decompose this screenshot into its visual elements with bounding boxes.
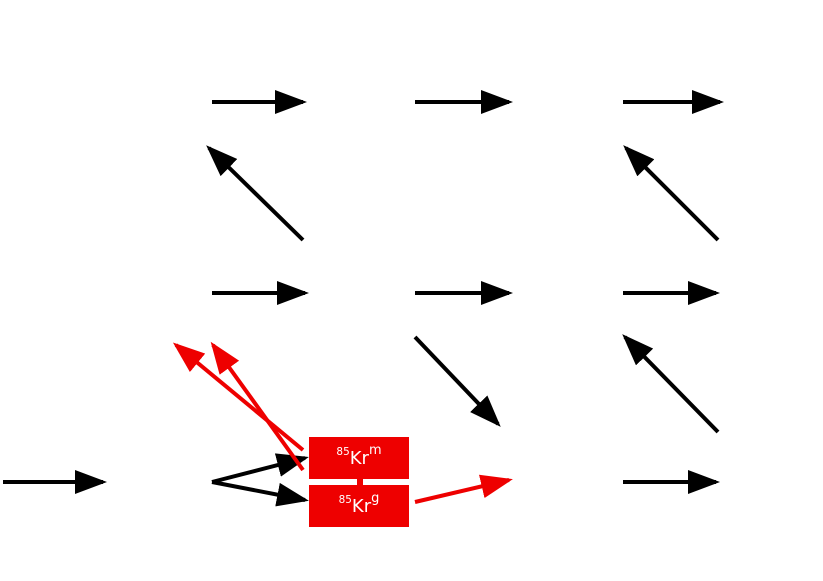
kr85-state-connector bbox=[357, 479, 363, 485]
element-symbol: Sr bbox=[354, 80, 386, 116]
arrow-kr85m-to-rb85 bbox=[172, 342, 305, 452]
arrow-kr85g-to-kr86 bbox=[414, 474, 513, 504]
element-symbol: Kr bbox=[561, 464, 594, 500]
isomer-state: m bbox=[368, 443, 382, 459]
arrow-rb86-to-sr86 bbox=[206, 145, 305, 242]
arrow-kr87-to-rb87 bbox=[622, 334, 720, 434]
element-symbol: Rb bbox=[350, 272, 391, 308]
mass-number: 88 bbox=[738, 270, 762, 291]
mass-number: 86 bbox=[327, 270, 351, 291]
element-symbol: Kr bbox=[349, 447, 369, 469]
arrow-kr84-to-kr85g bbox=[211, 480, 309, 507]
mass-number: 86 bbox=[128, 78, 151, 99]
element-symbol: Kr bbox=[351, 495, 372, 517]
mass-number: 86 bbox=[538, 462, 562, 483]
isomer-state: g bbox=[371, 491, 380, 507]
mass-number: 84 bbox=[127, 462, 151, 483]
element-symbol: Rb bbox=[146, 272, 187, 308]
mass-number: 85 bbox=[123, 270, 147, 291]
mass-number: 88 bbox=[539, 78, 562, 99]
element-symbol: Sr bbox=[150, 80, 182, 116]
arrow-kr84-to-kr85m bbox=[211, 453, 309, 484]
arrow-kr85g-to-rb85 bbox=[210, 341, 305, 472]
mass-number: 85 bbox=[338, 494, 352, 507]
mass-number: 85 bbox=[336, 446, 350, 459]
arrow-rb86-to-kr86 bbox=[413, 335, 501, 427]
arrow-rb88-to-sr88 bbox=[623, 145, 720, 242]
element-symbol: Rb bbox=[557, 272, 598, 308]
element-symbol: Rb bbox=[761, 272, 802, 308]
mass-number: 87 bbox=[332, 78, 355, 99]
mass-number: 87 bbox=[742, 462, 766, 483]
element-symbol: Kr bbox=[765, 464, 798, 500]
element-symbol: Kr bbox=[150, 464, 183, 500]
mass-number: 87 bbox=[534, 270, 558, 291]
element-symbol: Sr bbox=[561, 80, 593, 116]
